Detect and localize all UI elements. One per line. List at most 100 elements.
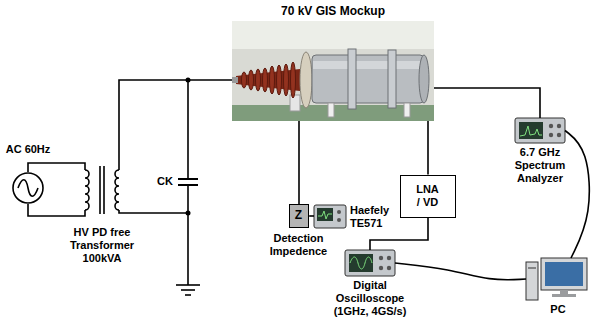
gis-tank bbox=[312, 55, 424, 103]
ground-symbol bbox=[181, 289, 195, 291]
tank-leg bbox=[328, 103, 334, 117]
hv-transformer: HV PD free Transformer 100kVA bbox=[72, 158, 132, 222]
capacitor-lead bbox=[187, 185, 189, 285]
bushing-flange bbox=[300, 52, 312, 108]
wire-connector bbox=[309, 215, 314, 217]
instrument-body bbox=[515, 118, 565, 143]
instrument-knob bbox=[557, 133, 561, 137]
primary-coil bbox=[85, 170, 89, 210]
wire-connector bbox=[427, 121, 429, 175]
connector-group bbox=[28, 80, 589, 280]
tank-highlight bbox=[313, 61, 423, 69]
transformer-label: HV PD free Transformer 100kVA bbox=[62, 226, 142, 265]
instrument-knob bbox=[379, 256, 383, 260]
bushing-shed bbox=[284, 64, 289, 96]
instrument-knob bbox=[557, 124, 561, 128]
tank-leg bbox=[404, 103, 410, 117]
instrument-screen bbox=[317, 208, 333, 221]
instrument-knob bbox=[387, 266, 391, 270]
instrument-knob bbox=[387, 256, 391, 260]
source-symbol bbox=[12, 172, 44, 204]
wire-connector bbox=[395, 263, 526, 280]
spectrum-analyzer: 6.7 GHz Spectrum Analyzer bbox=[515, 118, 565, 143]
instrument-label: 6.7 GHz Spectrum Analyzer bbox=[511, 146, 569, 185]
tank-flange bbox=[348, 49, 356, 109]
component-label: CK bbox=[157, 175, 173, 188]
secondary-coil bbox=[115, 170, 119, 210]
wire-connector bbox=[119, 80, 232, 158]
detection-impedance: ZDetection Impedence bbox=[289, 204, 309, 228]
bushing-shed bbox=[291, 62, 296, 98]
pc-monitor bbox=[541, 258, 587, 290]
instrument-screen bbox=[519, 122, 543, 139]
capacitor-lead bbox=[187, 80, 189, 179]
bushing-tip bbox=[232, 77, 238, 83]
sine-symbol bbox=[18, 180, 38, 197]
photo-background bbox=[232, 21, 434, 121]
node-heading: 70 kV GIS Mockup bbox=[281, 4, 385, 18]
source-label: AC 60Hz bbox=[6, 143, 51, 156]
instrument-label: Haefely TE571 bbox=[350, 204, 389, 230]
gis-photo bbox=[232, 21, 434, 121]
lna-box: LNA / VD bbox=[400, 175, 456, 218]
wire bbox=[119, 210, 188, 213]
pc-stand bbox=[560, 290, 568, 294]
computer-label: PC bbox=[550, 303, 565, 316]
instrument-knob bbox=[549, 124, 553, 128]
wire bbox=[118, 158, 120, 170]
circuit-wiring bbox=[28, 80, 200, 295]
pc-drive bbox=[528, 268, 536, 269]
screen-trace bbox=[350, 257, 372, 269]
wire-connector bbox=[298, 121, 300, 204]
photo-wall bbox=[232, 21, 434, 49]
bushing-shed bbox=[242, 72, 247, 88]
instrument-knob bbox=[337, 210, 341, 214]
transformer-core bbox=[99, 166, 101, 214]
bushing-shed bbox=[277, 65, 282, 95]
instrument-screen bbox=[349, 254, 373, 272]
instrument-icon bbox=[345, 250, 395, 276]
capacitor-plate bbox=[178, 178, 198, 180]
screen-trace bbox=[318, 211, 332, 219]
pc-screen bbox=[545, 262, 583, 286]
instrument-knob bbox=[549, 133, 553, 137]
instrument-icon bbox=[515, 118, 565, 143]
instrument-body bbox=[314, 205, 346, 228]
process-label: LNA / VD bbox=[414, 183, 441, 209]
bushing-shed bbox=[256, 69, 261, 91]
ac-source: AC 60Hz bbox=[12, 172, 44, 204]
bushing-shed bbox=[263, 68, 268, 92]
pc-stand bbox=[552, 294, 576, 297]
instrument-body bbox=[345, 250, 395, 276]
bushing-stand bbox=[290, 95, 300, 111]
screen-trace bbox=[520, 126, 542, 136]
bushing-shed bbox=[270, 66, 275, 94]
instrument-icon bbox=[314, 205, 346, 228]
wire bbox=[28, 204, 85, 216]
impedance-label: Detection Impedence bbox=[263, 232, 335, 258]
instrument-knob bbox=[337, 218, 341, 222]
wire-connector bbox=[434, 88, 540, 118]
tank-end-cap bbox=[419, 55, 429, 103]
pc-tower bbox=[526, 262, 538, 300]
ground-symbol bbox=[185, 294, 191, 296]
transformer-core bbox=[103, 166, 105, 214]
instrument-knob bbox=[379, 266, 383, 270]
wire-connector bbox=[565, 131, 589, 259]
source-circle bbox=[13, 173, 43, 203]
impedance-symbol: Z bbox=[295, 208, 302, 223]
wire bbox=[72, 163, 85, 170]
ground-symbol bbox=[176, 284, 200, 286]
bushing-shed bbox=[249, 70, 254, 90]
pc-icon bbox=[526, 258, 587, 300]
pd-detector: Haefely TE571 bbox=[314, 205, 346, 228]
gis-mockup: 70 kV GIS Mockup bbox=[232, 21, 434, 121]
oscilloscope: Digital Oscilloscope (1GHz, 4GS/s) bbox=[345, 250, 395, 276]
pc: PC bbox=[526, 258, 590, 300]
tank-flange bbox=[388, 50, 396, 108]
instrument-label: Digital Oscilloscope (1GHz, 4GS/s) bbox=[327, 279, 413, 318]
junction-dot bbox=[186, 211, 191, 216]
